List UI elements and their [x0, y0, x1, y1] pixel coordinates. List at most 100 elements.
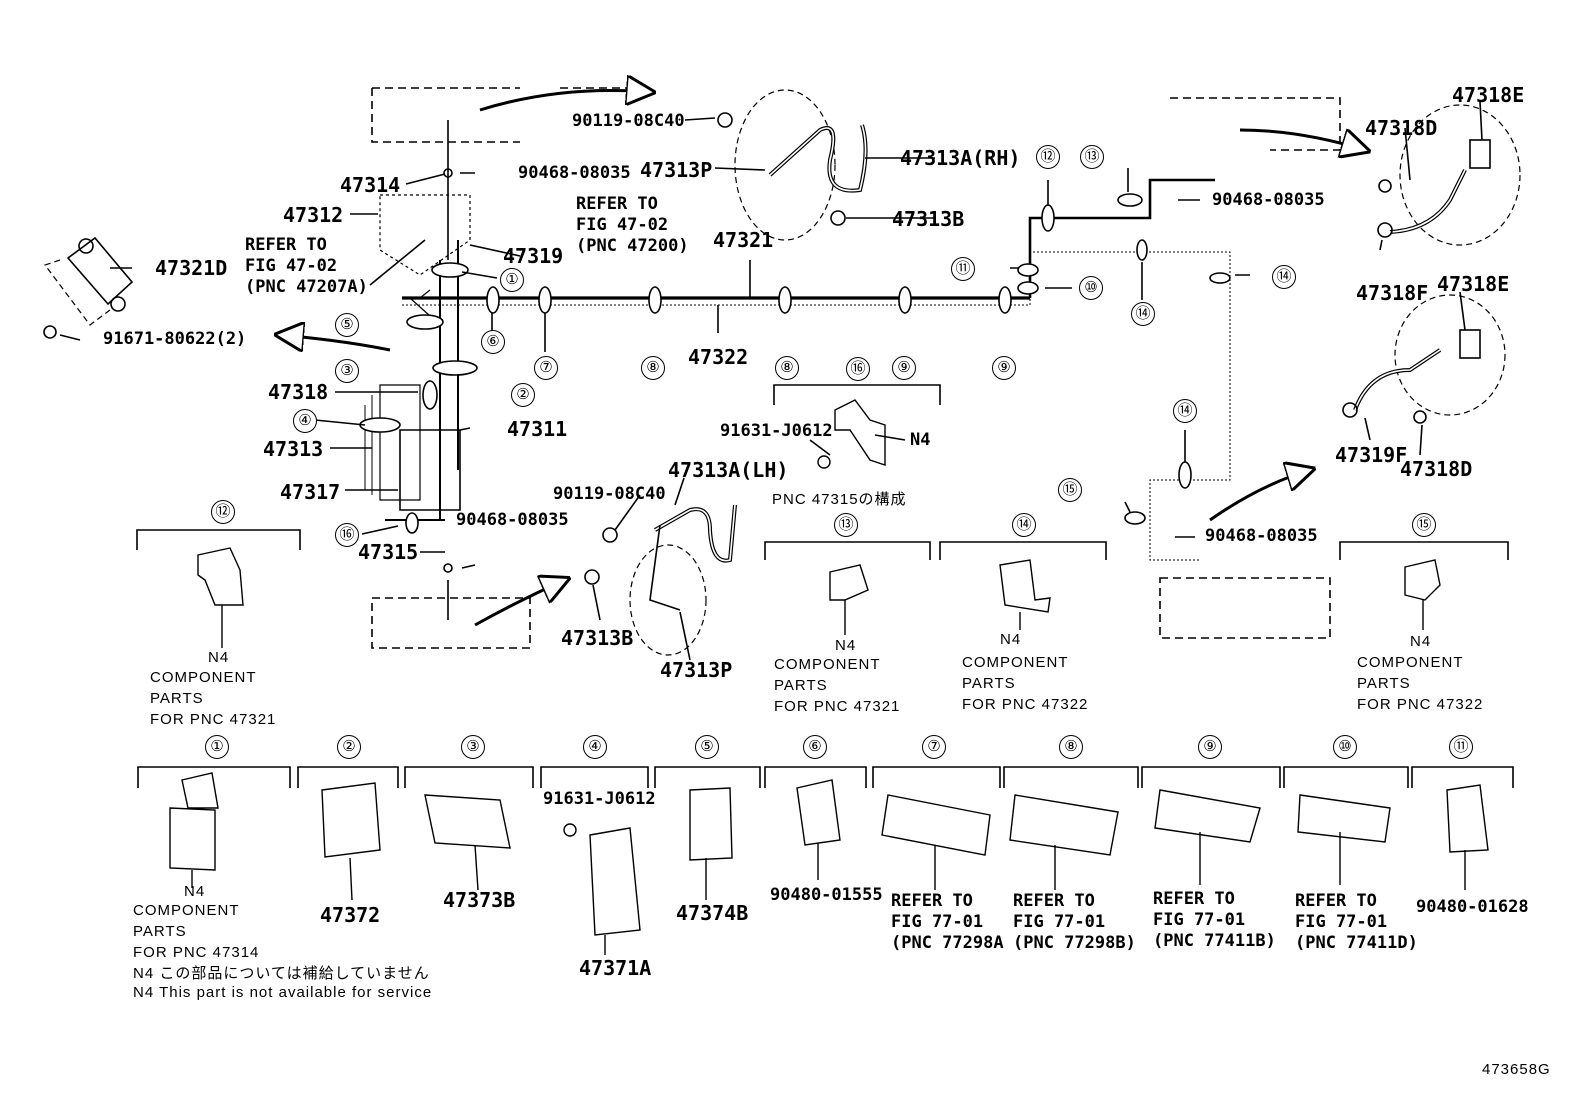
part-47313B-top[interactable]: 47313B [892, 207, 965, 231]
i1-n4: N4 [184, 883, 206, 900]
ref-8-group: ⑧ [1059, 735, 1083, 759]
part-47319[interactable]: 47319 [503, 244, 564, 268]
part-47371A[interactable]: 47371A [579, 956, 652, 980]
ref-16-line: ⑯ [335, 523, 359, 547]
c13-n4: N4 [835, 637, 857, 654]
i7-line2: FIG 77-01 [891, 912, 984, 932]
part-47313A-lh[interactable]: 47313A(LH) [668, 458, 789, 482]
c15-line1: COMPONENT [1357, 654, 1464, 671]
i8-line1: REFER TO [1013, 891, 1095, 911]
part-91631-b[interactable]: 91631-J0612 [543, 789, 656, 809]
ref-6: ⑥ [481, 330, 505, 354]
part-90468-d[interactable]: 90468-08035 [1205, 526, 1318, 546]
i8-line2: FIG 77-01 [1013, 912, 1106, 932]
part-47372[interactable]: 47372 [320, 903, 381, 927]
part-47313B-bot[interactable]: 47313B [561, 626, 634, 650]
part-47322[interactable]: 47322 [688, 345, 749, 369]
ref-4-group: ④ [583, 735, 607, 759]
ref-9a: ⑨ [892, 356, 916, 380]
part-90468-c[interactable]: 90468-08035 [1212, 190, 1325, 210]
ref-10-group: ⑩ [1333, 735, 1357, 759]
part-90468-b[interactable]: 90468-08035 [456, 510, 569, 530]
i9-line2: FIG 77-01 [1153, 910, 1246, 930]
i7-line1: REFER TO [891, 891, 973, 911]
part-47318F[interactable]: 47318F [1356, 281, 1429, 305]
ref-3: ③ [335, 359, 359, 383]
ref-8b: ⑧ [775, 356, 799, 380]
part-47373B[interactable]: 47373B [443, 888, 516, 912]
part-47318E-mid[interactable]: 47318E [1437, 272, 1510, 296]
part-47318E-top[interactable]: 47318E [1452, 83, 1525, 107]
ref-14-b: ⑭ [1131, 302, 1155, 326]
pnc-47315-composition: PNC 47315の構成 [772, 491, 907, 508]
part-47314[interactable]: 47314 [340, 173, 401, 197]
ref-9b: ⑨ [992, 356, 1016, 380]
refer-fig-47200-l2: FIG 47-02 [576, 215, 669, 235]
c15-line2: PARTS [1357, 675, 1411, 692]
c12-n4: N4 [208, 649, 230, 666]
part-47312[interactable]: 47312 [283, 203, 344, 227]
c14-line3: FOR PNC 47322 [962, 696, 1089, 713]
part-47313[interactable]: 47313 [263, 437, 324, 461]
c12-line2: PARTS [150, 690, 204, 707]
i1-line3: FOR PNC 47314 [133, 944, 260, 961]
refer-fig-47207a-l2: FIG 47-02 [245, 256, 338, 276]
i9-line3: (PNC 77411B) [1153, 931, 1276, 951]
refer-fig-47207a-l3: (PNC 47207A) [245, 277, 368, 297]
part-47313P-bot[interactable]: 47313P [660, 658, 733, 682]
part-90468-a[interactable]: 90468-08035 [518, 163, 631, 183]
c14-line2: PARTS [962, 675, 1016, 692]
ref-15-line: ⑮ [1058, 478, 1082, 502]
part-47311[interactable]: 47311 [507, 417, 568, 441]
part-90480-01628[interactable]: 90480-01628 [1416, 897, 1529, 917]
i10-line1: REFER TO [1295, 891, 1377, 911]
part-47315[interactable]: 47315 [358, 540, 419, 564]
part-47313A-rh[interactable]: 47313A(RH) [900, 146, 1021, 170]
part-90119-top[interactable]: 90119-08C40 [572, 111, 685, 131]
ref-13-group: ⑬ [834, 513, 858, 537]
ref-15-group: ⑮ [1412, 513, 1436, 537]
ref-14-group: ⑭ [1012, 513, 1036, 537]
part-91631-a[interactable]: 91631-J0612 [720, 421, 833, 441]
part-47318[interactable]: 47318 [268, 380, 329, 404]
ref-6-group: ⑥ [803, 735, 827, 759]
i9-line1: REFER TO [1153, 889, 1235, 909]
i10-line3: (PNC 77411D) [1295, 933, 1418, 953]
ref-9-group: ⑨ [1198, 735, 1222, 759]
footnote-jp: N4 この部品については補給していません [133, 965, 430, 982]
part-47317[interactable]: 47317 [280, 480, 341, 504]
ref-5: ⑤ [335, 313, 359, 337]
ref-16-group: ⑯ [846, 357, 870, 381]
part-90480-01555[interactable]: 90480-01555 [770, 885, 883, 905]
part-47321D[interactable]: 47321D [155, 256, 228, 280]
c15-n4: N4 [1410, 633, 1432, 650]
part-90119-bot[interactable]: 90119-08C40 [553, 484, 666, 504]
refer-fig-47200-l3: (PNC 47200) [576, 236, 689, 256]
ref-3-group: ③ [461, 735, 485, 759]
c14-n4: N4 [1000, 631, 1022, 648]
part-47319F[interactable]: 47319F [1335, 443, 1408, 467]
i7-line3: (PNC 77298A [891, 933, 1004, 953]
part-47321[interactable]: 47321 [713, 228, 774, 252]
ref-11-line: ⑪ [951, 257, 975, 281]
i10-line2: FIG 77-01 [1295, 912, 1388, 932]
ref-12-line: ⑫ [1036, 145, 1060, 169]
part-47374B[interactable]: 47374B [676, 901, 749, 925]
c12-line1: COMPONENT [150, 669, 257, 686]
part-91671[interactable]: 91671-80622(2) [103, 329, 247, 349]
refer-fig-47207a-l1: REFER TO [245, 235, 327, 255]
ref-7: ⑦ [534, 356, 558, 380]
part-47318D-bot[interactable]: 47318D [1400, 457, 1473, 481]
i8-line3: (PNC 77298B) [1013, 933, 1136, 953]
part-47313P-top[interactable]: 47313P [640, 158, 713, 182]
i1-line1: COMPONENT [133, 902, 240, 919]
part-47318D-top[interactable]: 47318D [1365, 116, 1438, 140]
ref-1-group: ① [205, 735, 229, 759]
ref-14-c: ⑭ [1173, 399, 1197, 423]
ref-1: ① [500, 268, 524, 292]
figure-id: 473658G [1482, 1061, 1551, 1078]
ref-5-group: ⑤ [695, 735, 719, 759]
ref-11-group: ⑪ [1449, 735, 1473, 759]
ref-7-group: ⑦ [922, 735, 946, 759]
